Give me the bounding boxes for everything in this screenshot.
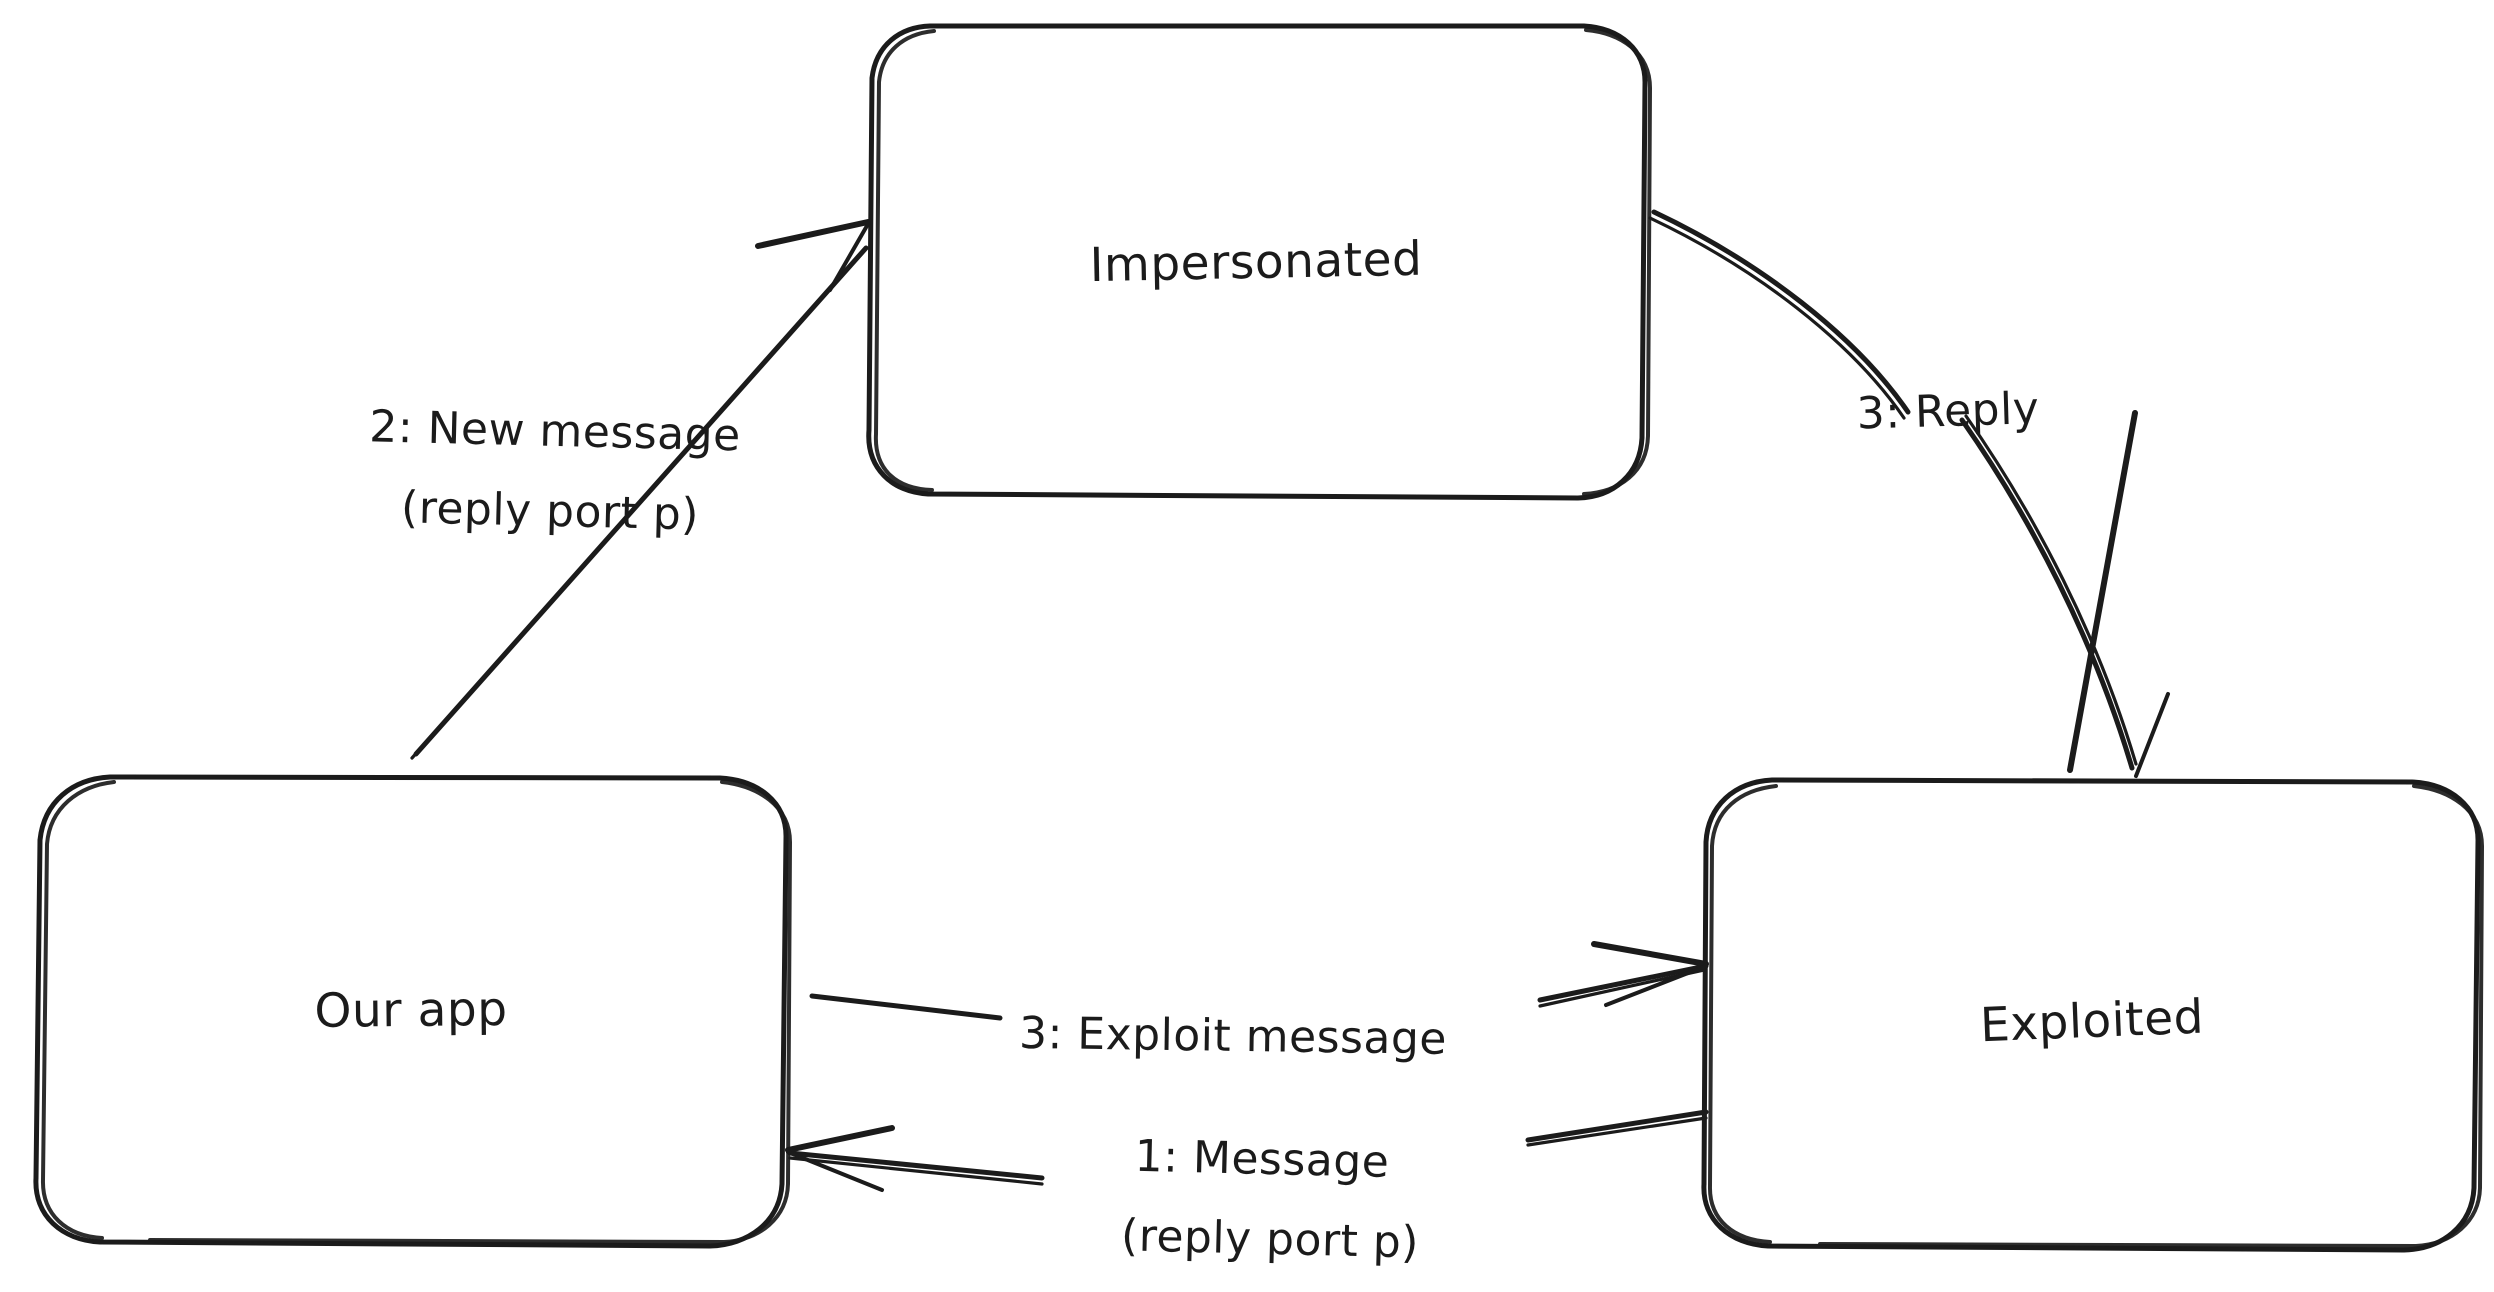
edge-label-message-line2: (reply port p) <box>1120 1210 1420 1269</box>
node-our-app[interactable] <box>33 774 792 1249</box>
node-label-exploited: Exploited <box>1979 989 2205 1054</box>
edge-label-new-message-line1: 2: New message <box>368 401 742 462</box>
edge-label-message-line1: 1: Message <box>1134 1130 1390 1188</box>
node-label-our-app: Our app <box>314 981 508 1039</box>
edge-label-exploit-message: 3: Exploit message <box>1018 1007 1448 1065</box>
edge-label-new-message-line2: (reply port p) <box>400 482 700 541</box>
edge-exploit-message <box>809 941 1709 1021</box>
edge-reply <box>1648 209 2170 778</box>
edge-message <box>785 1109 1709 1192</box>
edge-label-reply: 3: Reply <box>1855 383 2041 440</box>
node-impersonated[interactable] <box>866 23 1652 501</box>
node-label-impersonated: Impersonated <box>1089 231 1423 294</box>
edge-new-message <box>410 219 871 760</box>
node-exploited[interactable] <box>1701 777 2484 1253</box>
